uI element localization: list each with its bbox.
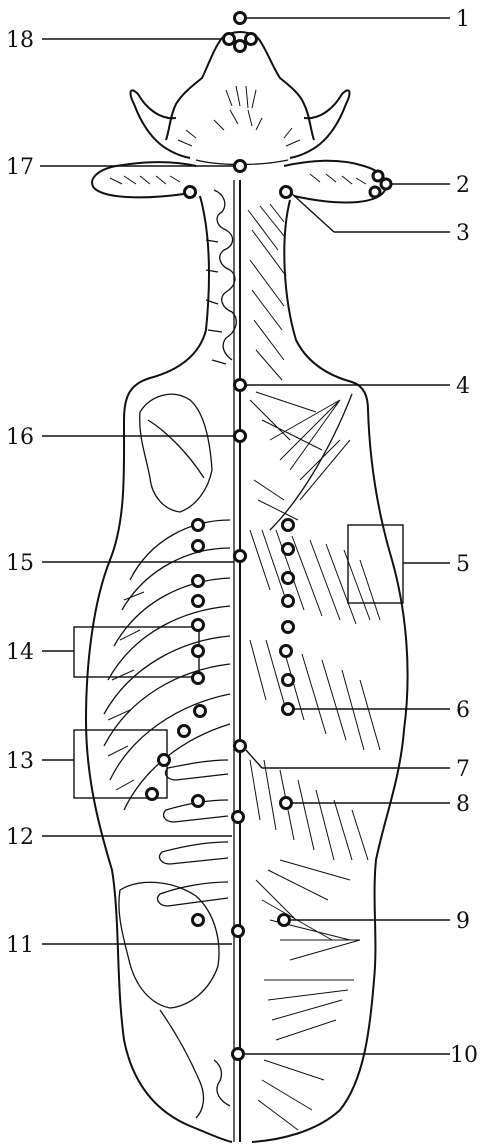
label-11: 11 [6, 933, 34, 958]
point-16 [233, 429, 247, 443]
point-5-b [281, 542, 295, 556]
point-10 [231, 1047, 245, 1061]
point-8 [279, 796, 293, 810]
label-18: 18 [6, 28, 34, 53]
body-outline [84, 180, 409, 1143]
point-4 [233, 378, 247, 392]
label-12: 12 [6, 825, 34, 850]
label-6: 6 [456, 698, 470, 723]
point-6-left [193, 704, 207, 718]
point-5-d [281, 594, 295, 608]
point-11 [231, 924, 245, 938]
label-2: 2 [456, 173, 470, 198]
point-2 [371, 169, 385, 183]
point-8-left [191, 794, 205, 808]
point-14-b [191, 671, 205, 685]
point-5-left-b [191, 539, 205, 553]
bracket-box-14 [73, 626, 200, 678]
point-5-left-a [191, 518, 205, 532]
point-15 [233, 549, 247, 563]
point-13-a [177, 724, 191, 738]
point-5-c [281, 571, 295, 585]
point-13 [157, 753, 171, 767]
label-5: 5 [456, 552, 470, 577]
label-7: 7 [456, 757, 470, 782]
label-3: 3 [456, 221, 470, 246]
label-4: 4 [456, 374, 470, 399]
number-labels: 1 2 3 4 5 6 7 8 9 10 11 12 13 14 15 16 1… [6, 7, 478, 1068]
label-17: 17 [6, 155, 34, 180]
point-14 [191, 644, 205, 658]
point-17 [233, 159, 247, 173]
point-14-right-c [281, 673, 295, 687]
leader-lines [40, 17, 450, 1055]
label-16: 16 [6, 425, 34, 450]
point-13-b [145, 787, 159, 801]
point-5-a [281, 518, 295, 532]
point-18c [233, 39, 247, 53]
bracket-box-5 [347, 524, 404, 604]
label-1: 1 [456, 7, 470, 32]
point-18 [222, 32, 236, 46]
point-3-left [183, 185, 197, 199]
point-5-left-c [191, 574, 205, 588]
point-9 [277, 913, 291, 927]
point-7 [233, 739, 247, 753]
head-illustration [91, 31, 388, 204]
point-3 [279, 185, 293, 199]
label-10: 10 [450, 1043, 478, 1068]
muscles-right [247, 203, 381, 1131]
label-8: 8 [456, 792, 470, 817]
point-2b [379, 177, 393, 191]
point-2c [368, 185, 382, 199]
point-6 [281, 702, 295, 716]
point-5-left-d [191, 594, 205, 608]
point-14-a [191, 618, 205, 632]
skeleton-left [103, 189, 237, 1119]
point-14-right-b [279, 644, 293, 658]
label-13: 13 [6, 749, 34, 774]
point-18b [244, 32, 258, 46]
label-14: 14 [6, 640, 34, 665]
label-9: 9 [456, 909, 470, 934]
point-9-left [191, 913, 205, 927]
point-1 [233, 11, 247, 25]
label-15: 15 [6, 551, 34, 576]
point-12 [231, 810, 245, 824]
acupoint-markers [145, 11, 393, 1061]
point-14-right-a [281, 620, 295, 634]
